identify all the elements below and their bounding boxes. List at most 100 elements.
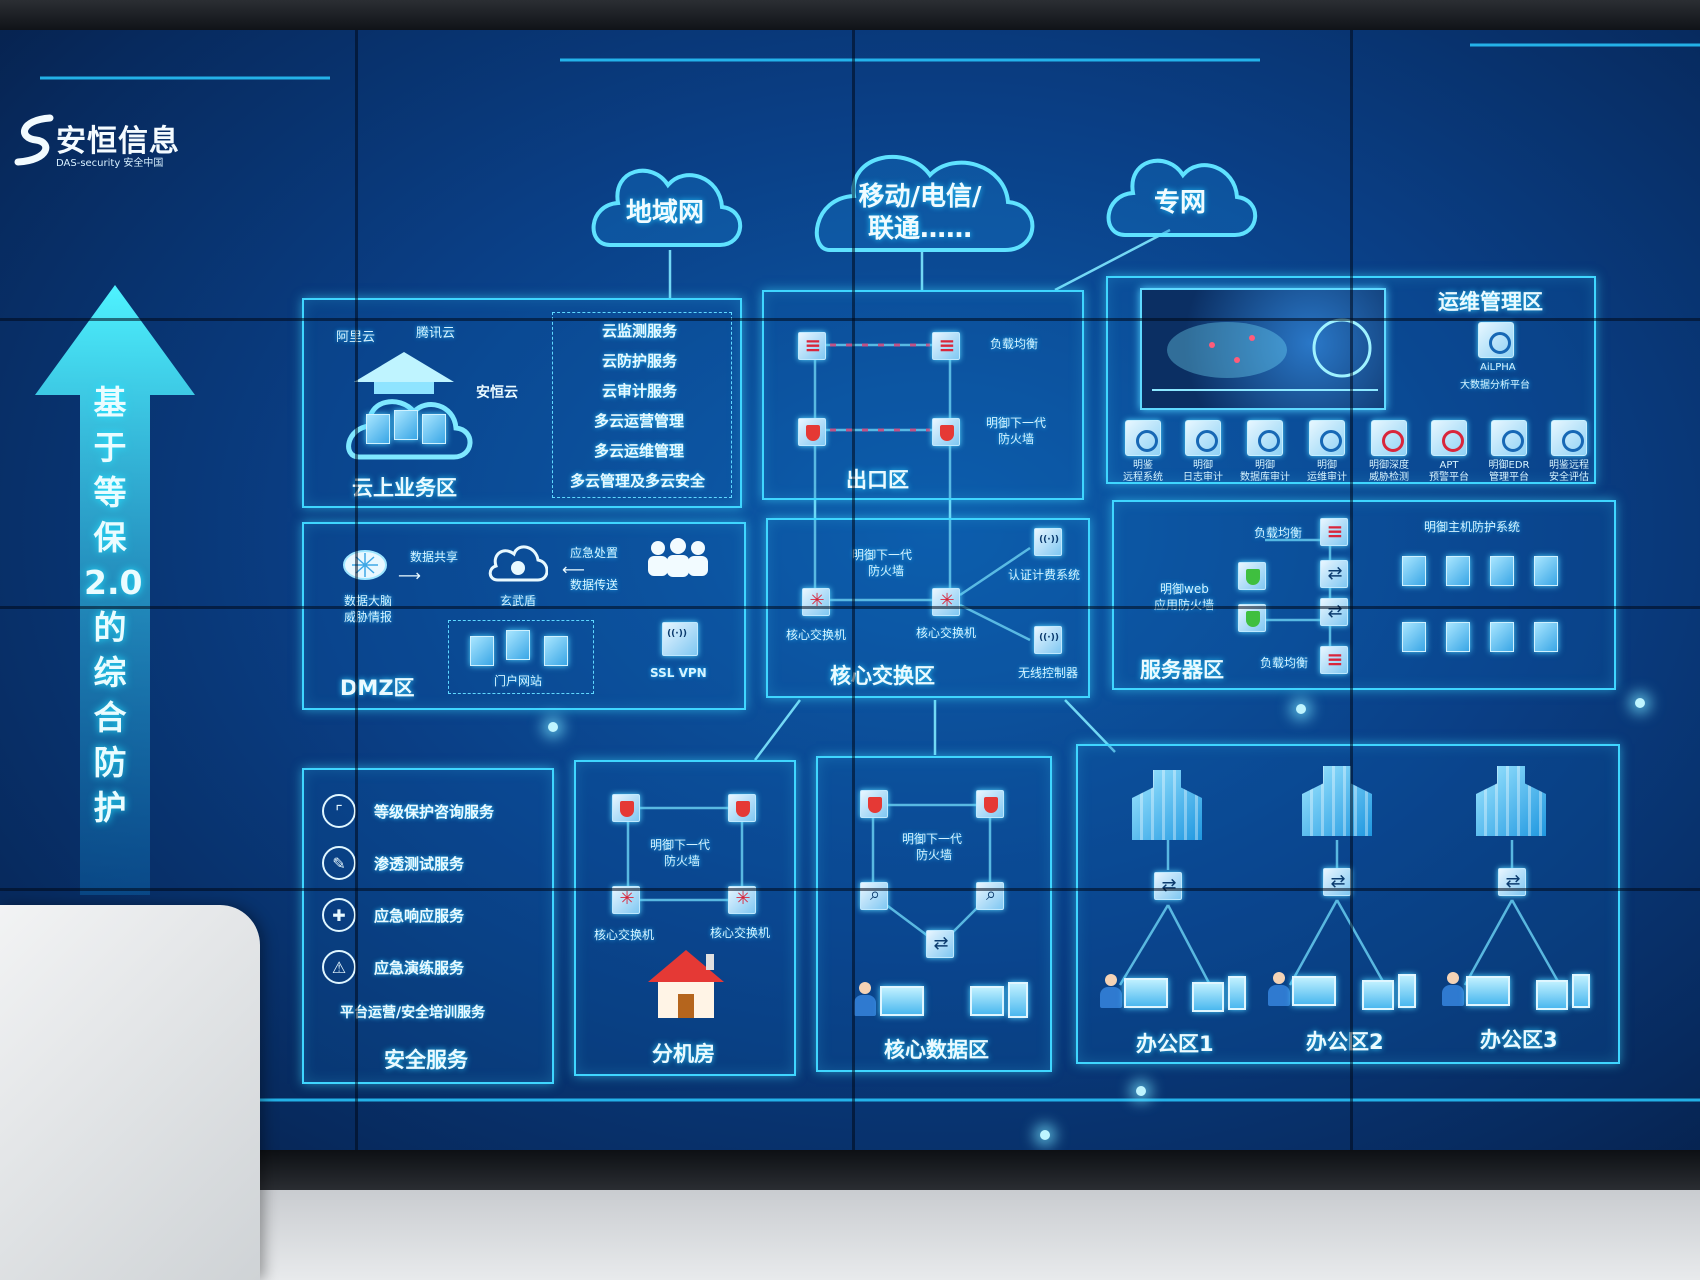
user-icon: [852, 982, 878, 1016]
ops-tool-label: 日志审计: [1183, 472, 1223, 483]
user-icon: [1098, 974, 1124, 1008]
ops-tool-remote-eval: 明鉴远程安全评估: [1536, 420, 1602, 484]
exit-firewall-label-2: 防火墙: [998, 432, 1035, 446]
server-load-balance-label: 负载均衡: [1260, 656, 1309, 670]
screen-seam: [355, 30, 358, 1150]
audit-device-icon: [976, 882, 1005, 910]
floor: [0, 1190, 1700, 1280]
wireless-controller-icon: [1034, 626, 1063, 654]
service-label: 等级保护咨询服务: [374, 802, 495, 821]
core-switch-label: 核心交换机: [786, 628, 847, 642]
cloud-carrier-icon: [814, 154, 1035, 252]
cloud-service-item: 云审计服务: [602, 382, 678, 400]
host-server-icon: [1490, 622, 1514, 652]
server-zone-title: 服务器区: [1140, 658, 1224, 682]
cloud-business-zone: 阿里云 腾讯云 安恒云 云上业务区 云监测服务 云防护服务 云审计服务 多云运营…: [302, 298, 742, 508]
ailpha-name: AiLPHA: [1480, 362, 1516, 373]
load-balancer-icon: [932, 332, 961, 360]
dmz-zone-title: DMZ区: [340, 676, 415, 700]
cloud-service-item: 云防护服务: [602, 352, 678, 370]
tool-icon: [1551, 420, 1587, 456]
firewall-icon: [932, 418, 960, 446]
glow-particle: [1635, 698, 1645, 708]
core-switch-icon: [612, 886, 641, 914]
tool-icon: [1371, 420, 1407, 456]
tablet-icon: [1362, 980, 1394, 1010]
computer-icon: [1292, 976, 1336, 1006]
tablet-icon: [970, 986, 1004, 1016]
ops-tool-label: 数据库审计: [1240, 472, 1290, 483]
tool-icon: [1431, 420, 1467, 456]
waf-label-2: 应用防火墙: [1154, 598, 1215, 612]
wireless-ctrl-label: 无线控制器: [1018, 666, 1079, 680]
cloud-services-box: [552, 312, 732, 498]
ops-zone-title: 运维管理区: [1438, 290, 1543, 314]
branch-core-switch-label: 核心交换机: [710, 926, 771, 940]
ops-tool-label: 威胁检测: [1369, 472, 1409, 483]
branch-room-zone: [574, 760, 796, 1076]
glow-particle: [1296, 704, 1306, 714]
ops-tool-db-audit: 明御数据库审计: [1232, 420, 1298, 484]
ops-tool-label: 远程系统: [1123, 472, 1163, 483]
switch-icon: [1320, 598, 1349, 626]
cloud-private-label: 专网: [1153, 188, 1206, 218]
ops-tool-threat-detect: 明御深度威胁检测: [1356, 420, 1422, 484]
branch-firewall-label-2: 防火墙: [664, 854, 701, 868]
exit-zone: [762, 290, 1084, 500]
switch-icon: [1323, 868, 1352, 896]
exit-firewall-label-1: 明御下一代: [986, 416, 1047, 430]
service-classified-protection: ⌜等级保护咨询服务: [322, 794, 494, 828]
ops-tool-log-audit: 明御日志审计: [1170, 420, 1236, 484]
server-zone: [1112, 500, 1616, 690]
brand-tagline: DAS-security 安全中国: [56, 158, 164, 169]
firewall-icon: [612, 794, 640, 822]
ops-tool-label: APT: [1439, 460, 1459, 471]
alarm-icon: ⚠: [322, 950, 356, 984]
medkit-icon: ✚: [322, 898, 356, 932]
emergency-label: 应急处置: [570, 546, 619, 560]
portal-server-icon: [506, 630, 530, 660]
glow-particle: [1040, 1130, 1050, 1140]
switch-icon: [1154, 872, 1183, 900]
core-data-zone-title: 核心数据区: [884, 1038, 989, 1062]
host-protect-label: 明御主机防护系统: [1424, 520, 1521, 534]
kiosk-stand: [0, 905, 260, 1280]
screen-seam: [0, 888, 1700, 891]
cloud-server-icon: [366, 414, 390, 444]
tablet-icon: [1536, 980, 1568, 1010]
service-label: 渗透测试服务: [374, 854, 465, 873]
ops-tool-label: 明御: [1193, 460, 1213, 471]
cloud-server-icon: [422, 414, 446, 444]
ailpha-desc: 大数据分析平台: [1460, 380, 1530, 391]
branch-room-title: 分机房: [652, 1042, 715, 1066]
load-balancer-icon: [1320, 646, 1349, 674]
tool-icon: [1247, 420, 1283, 456]
host-server-icon: [1534, 622, 1558, 652]
phone-icon: [1572, 974, 1590, 1008]
cloud-carrier-line2: 联通……: [867, 214, 972, 244]
house-icon: [648, 950, 724, 1018]
phone-icon: [1398, 974, 1416, 1008]
screen-seam: [0, 318, 1700, 321]
cloud-service-item: 多云运维管理: [594, 442, 685, 460]
branch-core-switch-label: 核心交换机: [594, 928, 655, 942]
load-balancer-icon: [798, 332, 827, 360]
glow-particle: [548, 722, 558, 732]
ailpha-icon: [1478, 322, 1514, 358]
cloud-carrier-line1: 移动/电信/: [858, 182, 982, 212]
waf-label-1: 明御web: [1160, 582, 1209, 596]
tool-icon: [1491, 420, 1527, 456]
server-load-balance-label: 负载均衡: [1254, 526, 1303, 540]
cloud-service-item: 多云运营管理: [594, 412, 685, 430]
portal-server-icon: [544, 636, 568, 666]
phone-icon: [1228, 976, 1246, 1010]
core-data-firewall-label-2: 防火墙: [916, 848, 953, 862]
computer-icon: [880, 986, 924, 1016]
side-banner-text: 基于等保2.0的综合防护: [84, 383, 143, 827]
brand-name: 安恒信息: [56, 124, 180, 159]
host-server-icon: [1446, 556, 1470, 586]
ops-tool-label: 明御EDR: [1488, 460, 1530, 471]
host-server-icon: [1402, 622, 1426, 652]
